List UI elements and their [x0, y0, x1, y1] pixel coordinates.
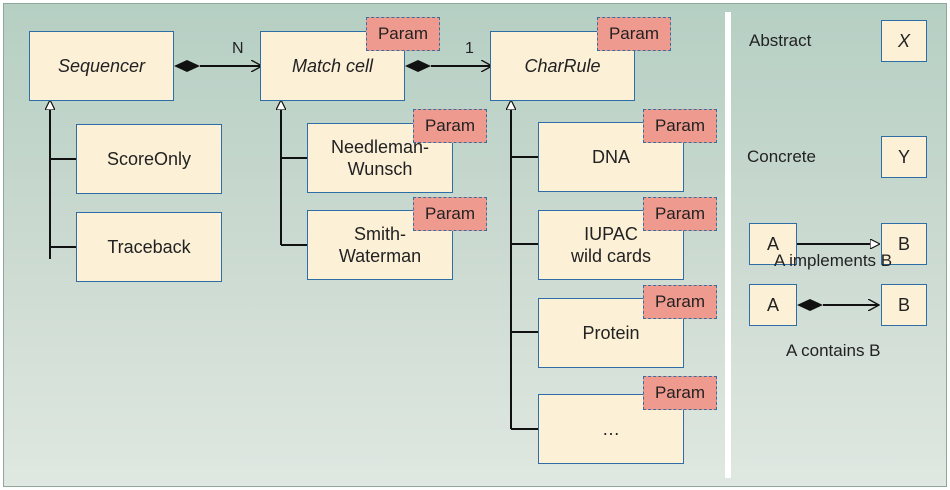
diamond-sequencer — [174, 60, 200, 72]
class-score-only: ScoreOnly — [76, 124, 222, 194]
param-tag-dna: Param — [643, 109, 717, 143]
param-tag-match-cell: Param — [366, 17, 440, 51]
param-tag-ellipsis: Param — [643, 376, 717, 410]
multiplicity-1: 1 — [465, 40, 474, 57]
legend-implements-a: A — [749, 223, 797, 265]
param-tag-char-rule: Param — [597, 17, 671, 51]
class-sequencer: Sequencer — [29, 31, 174, 101]
param-tag-iupac: Param — [643, 197, 717, 231]
legend-contains-caption: A contains B — [786, 341, 881, 360]
param-tag-smith: Param — [413, 197, 487, 231]
legend-contains-b: B — [881, 284, 927, 326]
multiplicity-n: N — [232, 40, 244, 57]
legend-abstract-label: Abstract — [749, 31, 812, 50]
param-tag-protein: Param — [643, 285, 717, 319]
legend-concrete-box: Y — [881, 136, 927, 178]
legend-diamond — [797, 299, 823, 311]
legend-abstract-box: X — [881, 20, 927, 62]
diamond-matchcell — [405, 60, 431, 72]
legend-implements-caption: A implements B — [774, 251, 893, 270]
param-tag-needleman: Param — [413, 109, 487, 143]
legend-concrete-label: Concrete — [747, 147, 816, 166]
legend-contains-a: A — [749, 284, 797, 326]
legend-divider — [725, 12, 731, 478]
class-traceback: Traceback — [76, 212, 222, 282]
legend-implements-b: B — [881, 223, 927, 265]
